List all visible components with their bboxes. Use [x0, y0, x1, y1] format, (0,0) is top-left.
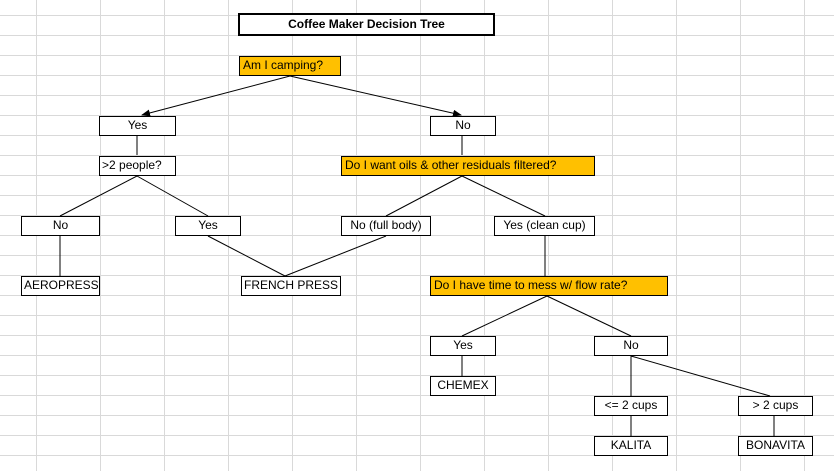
answer-cups-large: > 2 cups: [738, 396, 813, 416]
result-bonavita: BONAVITA: [738, 436, 813, 456]
answer-flow-no: No: [594, 336, 668, 356]
answer-cups-small: <= 2 cups: [594, 396, 668, 416]
arrow-camping-to-no: [289, 75, 462, 117]
line-flow-to-yes: [461, 295, 548, 337]
result-french-press: FRENCH PRESS: [241, 276, 341, 296]
answer-camping-yes: Yes: [99, 116, 176, 136]
question-people: >2 people?: [99, 156, 176, 176]
diagram-title: Coffee Maker Decision Tree: [238, 13, 495, 36]
line-people-yes-to-frenchpress: [207, 235, 286, 277]
line-people-to-yes: [136, 175, 209, 217]
answer-oils-no: No (full body): [341, 216, 431, 236]
question-oils: Do I want oils & other residuals filtere…: [341, 156, 595, 176]
line-oils-to-yes: [461, 175, 546, 217]
question-camping: Am I camping?: [239, 56, 341, 76]
line-flow-no-to-large: [630, 355, 771, 397]
answer-oils-yes: Yes (clean cup): [494, 216, 595, 236]
answer-people-yes: Yes: [175, 216, 241, 236]
line-oils-to-no: [385, 175, 463, 217]
line-people-to-no: [59, 175, 138, 217]
line-oils-no-to-frenchpress: [284, 235, 387, 277]
line-flow-to-no: [546, 295, 632, 337]
result-kalita: KALITA: [594, 436, 668, 456]
answer-flow-yes: Yes: [430, 336, 496, 356]
answer-people-no: No: [21, 216, 100, 236]
answer-camping-no: No: [430, 116, 496, 136]
result-chemex: CHEMEX: [430, 376, 496, 396]
question-flow-rate: Do I have time to mess w/ flow rate?: [430, 276, 668, 296]
arrow-camping-to-yes: [141, 75, 291, 117]
result-aeropress: AEROPRESS: [21, 276, 100, 296]
